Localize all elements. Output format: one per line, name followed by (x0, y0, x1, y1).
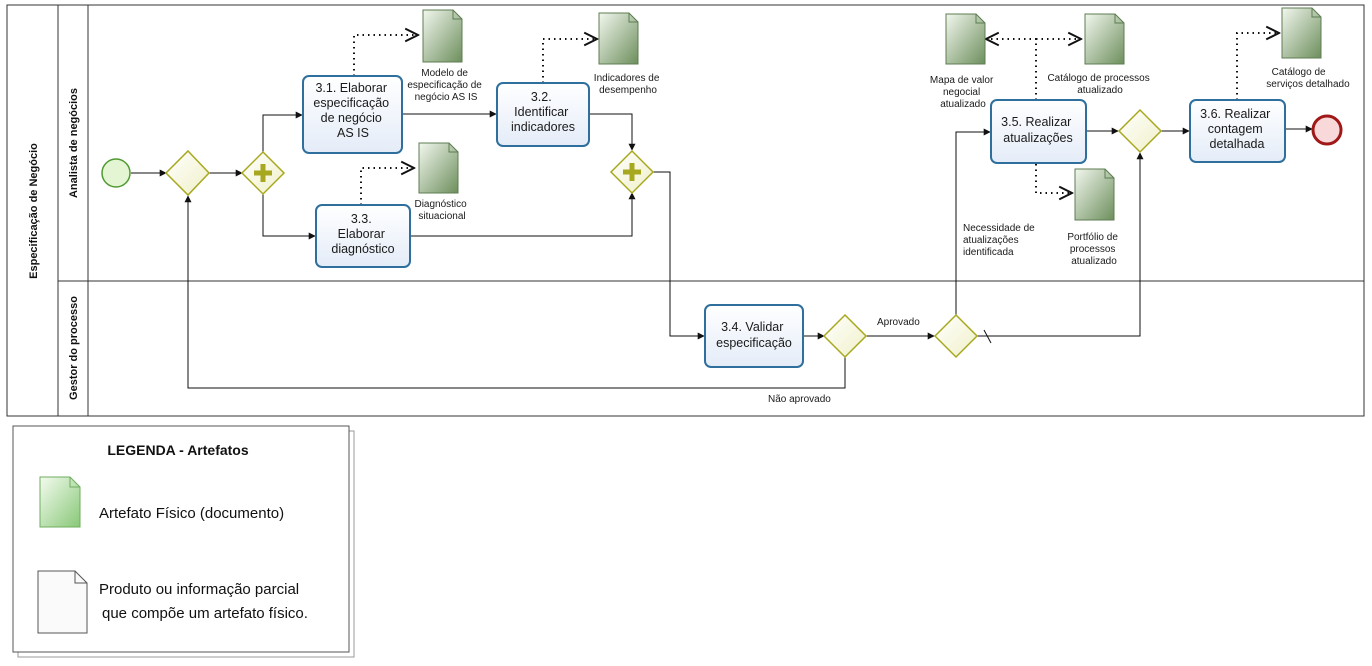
gateways (164, 108, 1163, 359)
assoc-t31-a1 (353, 35, 418, 76)
exclusive-gateway-merge[interactable] (1117, 108, 1163, 154)
flow-t32-to-join (589, 113, 636, 151)
task-3-6-label: 3.6. Realizar contagem detalhada (1200, 107, 1274, 151)
lane-label-analista: Analista de negócios (68, 88, 80, 198)
exclusive-gateway-validation[interactable] (822, 313, 868, 359)
sequence-flows (131, 110, 1313, 389)
task-3-1[interactable]: 3.1. Elaborar especificação de negócio A… (302, 75, 403, 154)
exclusive-gateway-1[interactable] (164, 149, 211, 197)
artifacts: Modelo de especificação de negócio AS IS… (407, 7, 1350, 267)
artifact-catalogo-processos-label: Catálogo de processos atualizado (1047, 73, 1152, 96)
assoc-t36-a7 (1236, 33, 1279, 100)
legend-partial-label: Produto ou informação parcial que compõe… (99, 581, 308, 622)
flow-parallel-to-t33 (262, 194, 316, 240)
flow-parallel-to-t31 (262, 111, 303, 153)
assoc-t32-a2 (542, 39, 597, 83)
task-3-5[interactable]: 3.5. Realizar atualizações (990, 99, 1087, 164)
assoc-t33-a3 (360, 168, 414, 205)
legend-physical-label: Artefato Físico (documento) (99, 505, 284, 522)
task-3-3-label: 3.3. Elaborar diagnóstico (331, 212, 394, 256)
exclusive-gateway-update[interactable] (933, 313, 979, 359)
assoc-t35-a6 (1035, 164, 1072, 193)
artifact-mapa-valor[interactable]: Mapa de valor negocial atualizado (930, 13, 996, 110)
flow-label-nao-aprovado: Não aprovado (768, 394, 831, 405)
artifact-catalogo-servicos[interactable]: Catálogo de serviços detalhado (1266, 7, 1350, 90)
artifact-modelo-label: Modelo de especificação de negócio AS IS (407, 68, 484, 103)
default-flow-slash (983, 329, 992, 344)
task-3-4-label: 3.4. Validar especificação (716, 320, 792, 350)
artifact-diagnostico[interactable]: Diagnóstico situacional (414, 142, 469, 222)
artifact-portfolio[interactable]: Portfólio de processos atualizado (1067, 168, 1120, 267)
artifact-modelo-especificacao[interactable]: Modelo de especificação de negócio AS IS (407, 9, 484, 103)
tasks: 3.1. Elaborar especificação de negócio A… (302, 75, 1286, 368)
parallel-gateway-join[interactable] (609, 149, 655, 195)
task-3-3[interactable]: 3.3. Elaborar diagnóstico (315, 204, 411, 268)
legend-physical-artifact-icon (39, 476, 81, 528)
task-3-2-label: 3.2. Identificar indicadores (511, 90, 575, 134)
artifact-indicadores-label: Indicadores de desempenho (594, 73, 662, 96)
flow-t33-to-join (410, 192, 636, 237)
task-3-2[interactable]: 3.2. Identificar indicadores (496, 82, 590, 147)
parallel-gateway-split[interactable] (240, 150, 286, 196)
artifact-indicadores[interactable]: Indicadores de desempenho (594, 12, 662, 96)
pool: Especificação de Negócio Analista de neg… (6, 4, 1365, 417)
flow-label-necessidade: Necessidade de atualizações identificada (963, 223, 1038, 258)
task-3-5-label: 3.5. Realizar atualizações (1001, 115, 1075, 145)
task-3-6[interactable]: 3.6. Realizar contagem detalhada (1189, 99, 1286, 163)
legend-partial-artifact-icon (37, 570, 88, 634)
artifact-diagnostico-label: Diagnóstico situacional (414, 199, 469, 222)
end-event[interactable] (1311, 114, 1343, 146)
flow-label-aprovado: Aprovado (877, 317, 920, 328)
legend: LEGENDA - Artefatos Artefato Físico (doc… (12, 425, 355, 658)
associations (353, 33, 1279, 205)
artifact-catalogo-servicos-label: Catálogo de serviços detalhado (1266, 67, 1350, 90)
flow-necessidade (955, 128, 991, 315)
task-3-1-label: 3.1. Elaborar especificação de negócio A… (313, 81, 392, 140)
pool-label: Especificação de Negócio (28, 143, 40, 279)
artifact-catalogo-processos[interactable]: Catálogo de processos atualizado (1047, 13, 1152, 96)
flow-default-to-gw (977, 152, 1144, 337)
artifact-portfolio-label: Portfólio de processos atualizado (1067, 232, 1120, 267)
legend-title: LEGENDA - Artefatos (107, 442, 249, 458)
task-3-4[interactable]: 3.4. Validar especificação (704, 304, 804, 368)
lane-label-gestor: Gestor do processo (68, 296, 80, 400)
start-event[interactable] (101, 158, 131, 188)
artifact-mapa-label: Mapa de valor negocial atualizado (930, 75, 996, 110)
flow-nao-aprovado (184, 195, 846, 389)
flow-join-to-t34 (653, 171, 705, 340)
